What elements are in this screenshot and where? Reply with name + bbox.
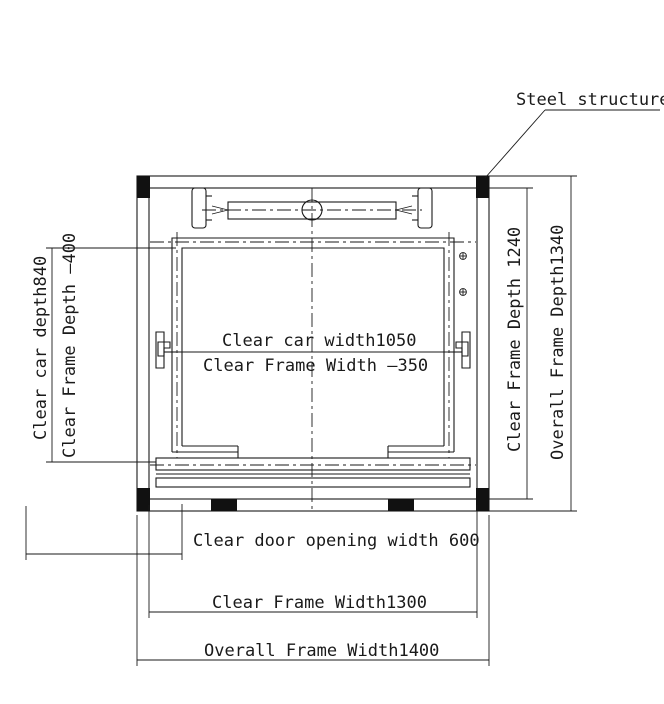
door-column-right xyxy=(388,499,414,511)
corner-column-top-left xyxy=(137,176,150,198)
label-clear-frame-width-350: Clear Frame Width —350 xyxy=(203,356,428,376)
label-clear-frame-depth: Clear Frame Depth 1240 xyxy=(505,227,525,452)
outer-frame-outline xyxy=(136,175,490,512)
corner-column-top-right xyxy=(476,176,489,198)
car-door-sill xyxy=(155,457,471,471)
counterweight-roller-left xyxy=(191,187,207,229)
label-clear-car-width: Clear car width1050 xyxy=(222,331,416,351)
inner-frame-outline xyxy=(148,187,478,500)
steel-structure-leader xyxy=(484,109,660,179)
label-overall-frame-width: Overall Frame Width1400 xyxy=(204,641,439,661)
steel-frame xyxy=(136,175,490,512)
car-inner-wall xyxy=(181,247,445,446)
corner-column-bottom-right xyxy=(476,488,489,511)
corner-column-bottom-left xyxy=(137,488,150,511)
label-clear-car-depth: Clear car depth840 xyxy=(31,256,51,440)
car-outer-wall xyxy=(171,237,455,452)
label-overall-frame-depth: Overall Frame Depth1340 xyxy=(548,225,568,460)
door-column-left xyxy=(211,499,237,511)
label-steel-structure: Steel structure xyxy=(516,90,664,110)
label-clear-door-opening-width: Clear door opening width 600 xyxy=(193,531,480,551)
label-clear-frame-width: Clear Frame Width1300 xyxy=(212,593,427,613)
label-clear-frame-depth-400: Clear Frame Depth —400 xyxy=(60,233,80,458)
counterweight-roller-right xyxy=(417,187,433,229)
vertical-dimensions xyxy=(46,175,577,512)
landing-door-sill xyxy=(155,477,471,488)
center-lines xyxy=(150,188,476,510)
annotations: Steel structure Clear car width1050 Clea… xyxy=(31,90,664,661)
horizontal-dimensions xyxy=(25,351,490,666)
elevator-car xyxy=(155,237,471,488)
